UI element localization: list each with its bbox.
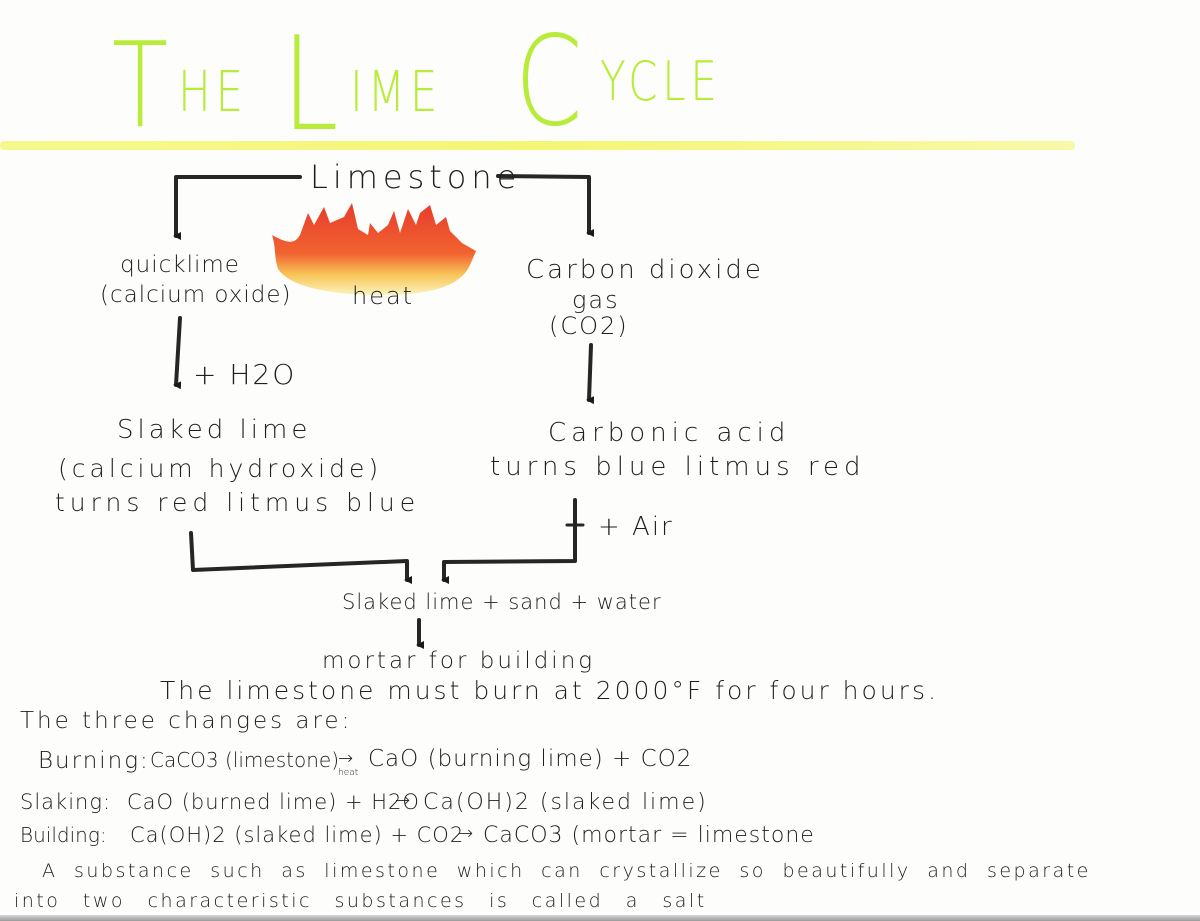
title-letters-he: HE <box>178 60 248 125</box>
definition-line-2: into two characteristic substances is ca… <box>14 890 707 912</box>
change-products: CaCO3 (mortar = limestone <box>483 823 815 848</box>
line-carbonic-acid-to-mix <box>441 498 577 584</box>
change-reactants: CaO (burned lime) + H2O <box>127 790 420 814</box>
title-letters-ime: IME <box>350 60 443 125</box>
change-reactants: Ca(OH)2 (slaked lime) + CO2 <box>130 823 465 847</box>
change-name: Burning: <box>38 748 150 774</box>
node-carbonic-acid-property: turns blue litmus red <box>490 452 866 482</box>
node-carbon-dioxide-formula: (CO2) <box>549 312 629 340</box>
label-plus-water: + H2O <box>193 358 297 391</box>
title-banner: T HE L IME C YCLE <box>0 0 1200 160</box>
note-burn-temperature: The limestone must burn at 2000°F for fo… <box>160 676 939 705</box>
change-name: Slaking: <box>20 790 112 814</box>
node-mortar: mortar for building <box>322 648 596 674</box>
node-slaked-lime-detail: (calcium hydroxide) <box>58 454 383 483</box>
notes-heading: The three changes are: <box>20 708 353 734</box>
title-letters-ycle: YCLE <box>600 50 722 113</box>
reaction-arrow-icon: → <box>395 790 413 811</box>
change-reactants: CaCO3 (limestone) <box>150 748 339 772</box>
node-limestone: Limestone <box>310 158 522 196</box>
node-quicklime-detail: (calcium oxide) <box>100 282 292 308</box>
arrow-quicklime-to-slaked-lime <box>173 316 182 390</box>
label-heat: heat <box>352 282 415 310</box>
reaction-arrow-icon: → <box>338 748 356 769</box>
title-letter-c: C <box>515 10 588 154</box>
title-letter-t: T <box>112 16 173 154</box>
node-mixture: Slaked lime + sand + water <box>342 590 662 614</box>
line-slaked-lime-to-mix <box>189 531 412 584</box>
title-letter-l: L <box>282 8 344 160</box>
arrow-co2-to-carbonic-acid <box>586 343 595 405</box>
change-products: Ca(OH)2 (slaked lime) <box>423 790 708 815</box>
node-slaked-lime: Slaked lime <box>117 415 312 445</box>
node-carbonic-acid: Carbonic acid <box>548 418 791 448</box>
node-carbon-dioxide-state: gas <box>572 286 620 314</box>
change-products: CaO (burning lime) + CO2 <box>368 746 693 772</box>
title-underline <box>0 141 1075 150</box>
node-carbon-dioxide: Carbon dioxide <box>526 255 764 285</box>
scan-edge <box>0 915 1200 921</box>
change-name: Building: <box>20 823 107 847</box>
label-plus-air: + Air <box>598 512 674 542</box>
node-quicklime: quicklime <box>120 252 240 278</box>
definition-line-1: A substance such as limestone which can … <box>42 860 1091 882</box>
node-slaked-lime-property: turns red litmus blue <box>55 488 421 517</box>
arrow-condition-label: heat <box>338 768 359 778</box>
reaction-arrow-icon: → <box>458 823 476 844</box>
flame-icon <box>272 203 476 295</box>
